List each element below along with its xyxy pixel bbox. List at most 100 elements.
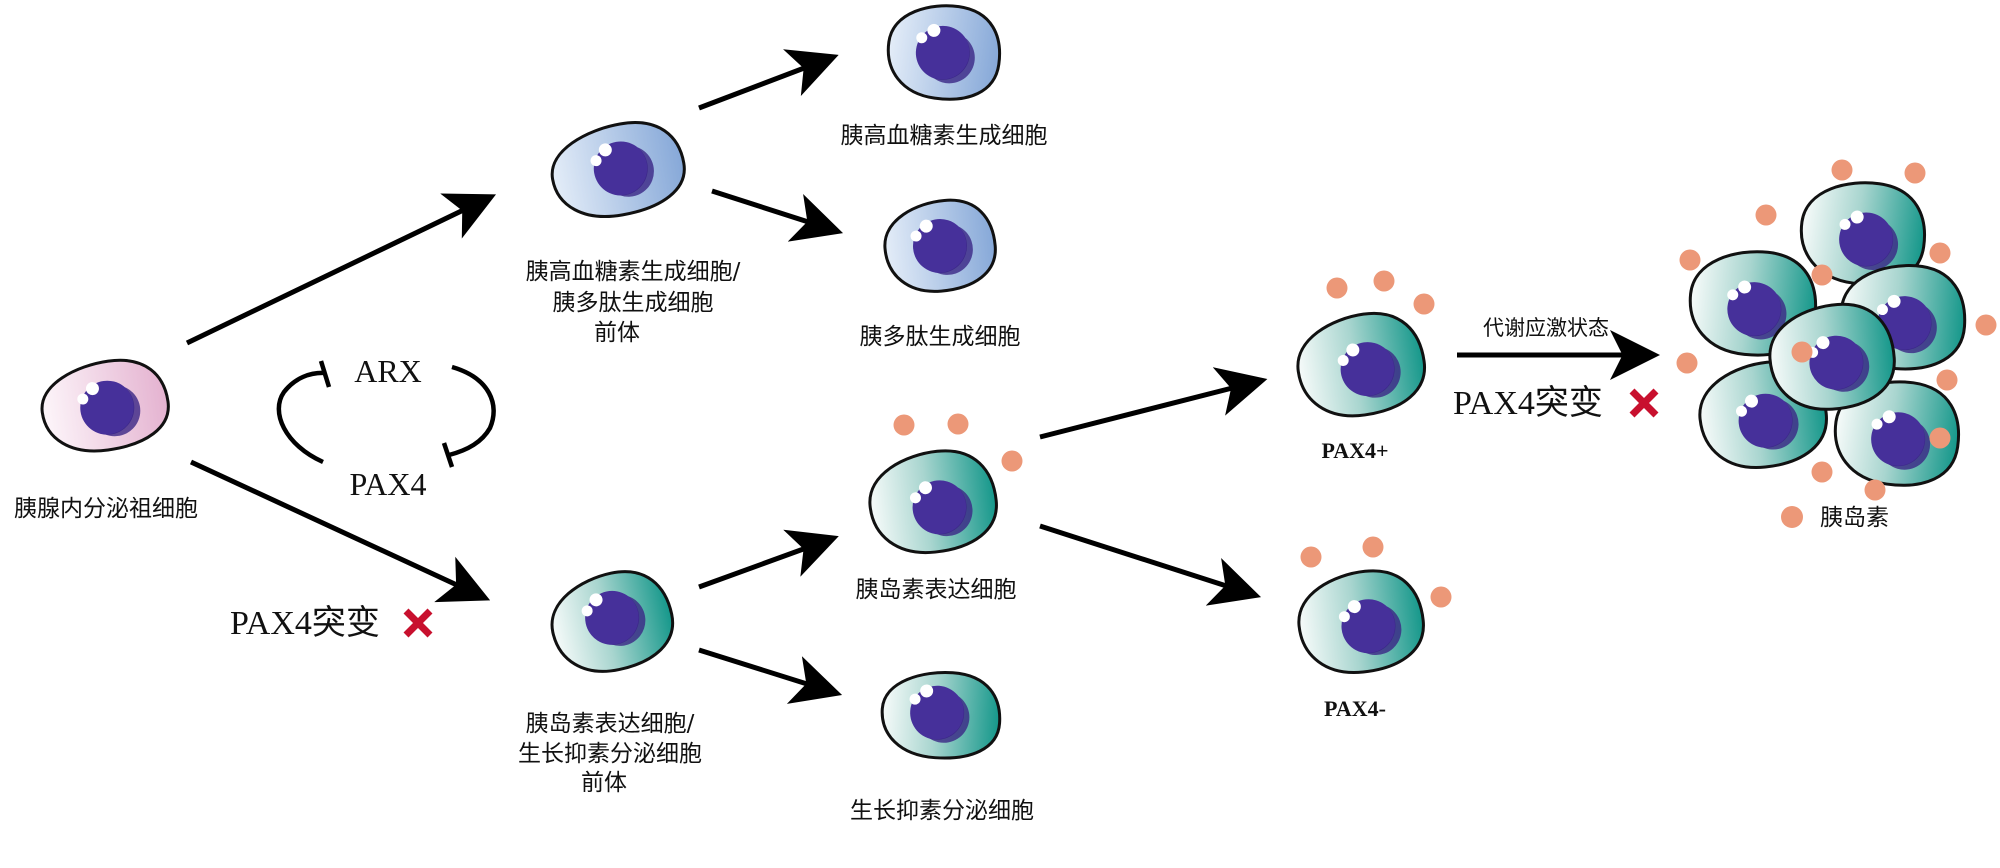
label-pax4-positive: PAX4+ [1321,438,1388,463]
label-pax4-negative: PAX4- [1324,696,1386,721]
nucleus-highlight [1839,218,1851,230]
nucleus-shade [1365,348,1401,398]
arrow-to-pp-cell [711,188,844,242]
nucleus-shade [933,37,975,84]
mutation-right: PAX4突变 [1453,384,1659,422]
nucleus-highlight [1871,418,1883,430]
nucleus-shade [1888,424,1931,470]
insulin-dot [1864,479,1886,501]
label-alpha-cell: 胰高血糖素生成细胞 [841,123,1048,149]
nucleus-highlight [1735,405,1747,417]
pp-cell [883,198,997,293]
label-metabolic-stress: 代谢应激状态 [1483,316,1609,340]
alpha-cell [886,4,1002,101]
label-alpha-pp-precursor-line2: 胰多肽生成细胞 [553,290,714,316]
nucleus-shade [619,147,654,197]
nucleus-highlight [910,230,922,242]
arrow-progenitor-to-alpha-precursor [185,193,497,346]
nucleus-highlight [1338,611,1350,623]
nucleus-highlight [589,593,603,607]
nucleus-shade [1745,293,1787,340]
nucleus [1809,335,1864,390]
arx-pax4-regulation: ARX PAX4 [276,353,496,502]
nucleus-highlight [1738,280,1752,294]
insulin-dot [947,413,969,435]
delta-cell [880,670,1002,760]
arrow-progenitor-to-beta-precursor [189,459,491,603]
nucleus-shade [1762,400,1799,450]
cluster-cell-top [1799,181,1926,286]
nucleus [910,685,965,740]
insulin-dot [1326,277,1348,299]
arrow-to-alpha-cell [698,49,839,111]
nucleus-highlight [598,143,612,157]
insulin-dot [1929,242,1951,264]
cluster-cell-bottom-right [1833,380,1960,487]
nucleus-highlight [1337,354,1349,366]
gene-label-pax4: PAX4 [349,466,426,502]
nucleus [1727,282,1782,337]
insulin-dot [1300,546,1322,568]
beta-delta-precursor-cell [550,570,675,673]
alpha-pp-precursor-cell [550,121,686,218]
nucleus-highlight [1347,600,1361,614]
insulin-dot [1811,461,1833,483]
nucleus-shade [611,596,646,646]
insulin-dot [1676,352,1698,374]
cell-labels: 胰腺内分泌祖细胞 胰高血糖素生成细胞/ 胰多肽生成细胞 前体 胰高血糖素生成细胞… [14,123,1609,824]
insulin-dot [893,414,915,436]
nucleus-highlight [85,382,99,396]
nucleus-highlight [927,23,941,37]
cross-icon [403,608,433,638]
cross-icon [1629,388,1659,418]
nucleus-highlight [1887,294,1901,308]
nucleus-shade [929,696,970,743]
cluster-cell-left [1688,250,1818,357]
insulin-dot [1362,536,1384,558]
nucleus-highlight [1744,394,1758,408]
nucleus [915,25,970,80]
insulin-dot [1413,293,1435,315]
insulin-dot [1755,204,1777,226]
pax4-positive-cell [1296,311,1426,418]
nucleus-shade [936,487,973,537]
label-beta-cell: 胰岛素表达细胞 [856,577,1017,603]
insulin-dot [1373,270,1395,292]
nucleus-highlight [1850,210,1864,224]
nucleus-highlight [590,155,602,167]
arrow-to-pax4-negative [1039,523,1262,606]
pax4-negative-cell [1297,569,1425,675]
nucleus-shade [1856,224,1899,270]
nucleus-highlight [1346,343,1360,357]
label-beta-delta-precursor-line3: 前体 [581,770,627,796]
nucleus-shade [1832,343,1870,392]
inhibition-bar-arx [318,360,332,388]
insulin-dot [1811,264,1833,286]
arrow-to-pax4-positive [1039,367,1268,440]
nucleus-highlight [909,693,921,705]
inhibition-arc-pax4-to-arx [276,370,327,465]
label-beta-delta-precursor-line2: 生长抑素分泌细胞 [518,741,702,767]
insulin-dot [1904,162,1926,184]
insulin-dot-icon [1781,506,1803,528]
nucleus [1839,212,1894,267]
nucleus-highlight [581,605,593,617]
cluster-cell-center [1768,302,1896,411]
label-alpha-pp-precursor-line3: 前体 [594,320,640,346]
arrows [185,49,1660,704]
nucleus-highlight [916,32,928,44]
insulin-dot [1975,314,1997,336]
arrow-to-beta-cell [698,529,839,590]
insulin-dot [1791,341,1813,363]
nucleus-highlight [909,492,921,504]
inhibition-arc-arx-to-pax4 [448,364,496,458]
label-progenitor: 胰腺内分泌祖细胞 [14,496,198,522]
insulin-dot [1936,369,1958,391]
nucleus-shade [936,226,973,275]
legend: 胰岛素 [1781,505,1889,531]
label-delta-cell: 生长抑素分泌细胞 [850,798,1034,824]
cells [40,4,1967,760]
nucleus-highlight [1876,304,1888,316]
gene-label-arx: ARX [354,353,422,389]
